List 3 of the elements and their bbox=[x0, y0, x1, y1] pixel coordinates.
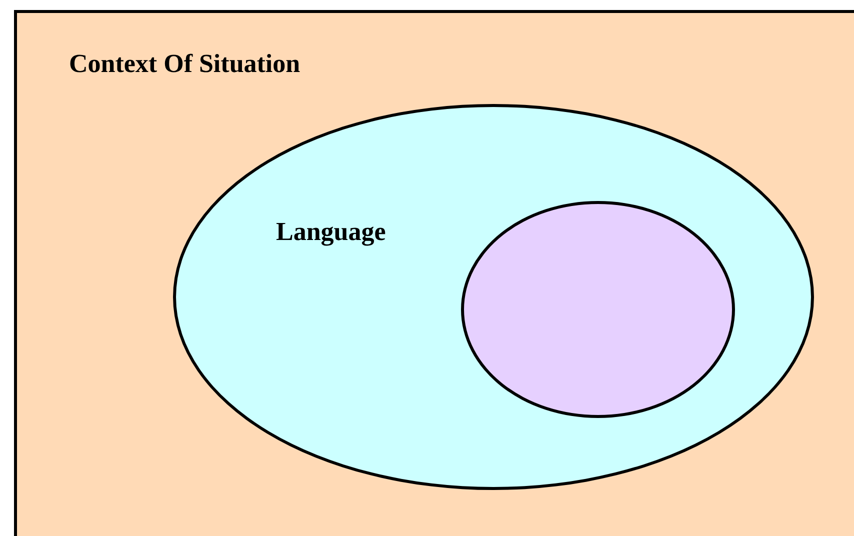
context-box bbox=[14, 10, 854, 536]
node-label: Context Of Situation bbox=[69, 49, 300, 79]
node-label: Language bbox=[276, 217, 386, 247]
